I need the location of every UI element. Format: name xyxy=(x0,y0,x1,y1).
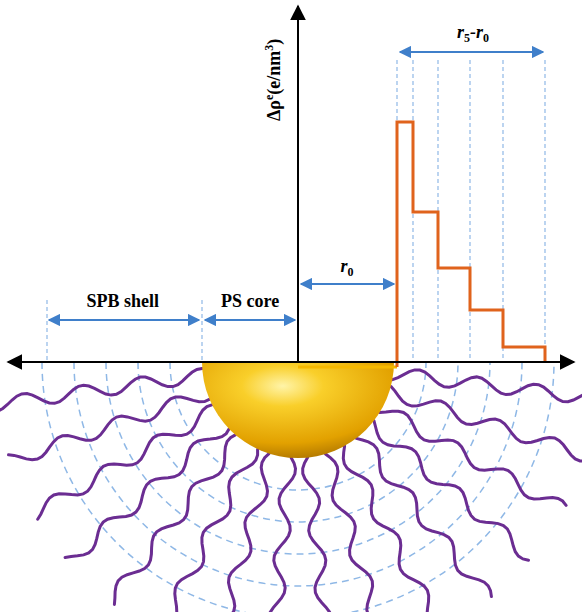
shell-density-steps xyxy=(397,122,545,367)
ps-core-sphere xyxy=(202,362,394,458)
axis-label: Δρ xyxy=(264,100,284,121)
radius-label: r0 xyxy=(341,257,354,279)
axis-label: e xyxy=(262,95,276,100)
y-axis xyxy=(297,6,299,362)
axis-label: SPB shell xyxy=(87,291,160,311)
core-density xyxy=(298,366,397,369)
region-label: SPB shell xyxy=(87,292,160,312)
axis-label: ) xyxy=(264,39,284,45)
axis-label: 0 xyxy=(483,31,489,45)
axis-label: r xyxy=(341,256,348,276)
shell-arcs xyxy=(42,362,554,612)
axis-label: 0 xyxy=(348,265,354,279)
axis-label: PS core xyxy=(221,291,279,311)
axis-label: -r xyxy=(470,22,483,42)
axis-label: 5 xyxy=(464,31,470,45)
axis-label: 3 xyxy=(262,45,276,51)
shell-thickness-label: r5-r0 xyxy=(457,23,489,45)
x-axis xyxy=(8,361,574,363)
region-label: PS core xyxy=(221,292,279,312)
axis-label: (e/nm xyxy=(264,51,284,95)
y-axis-title: Δρe(e/nm3) xyxy=(263,39,285,121)
axis-label: r xyxy=(457,22,464,42)
guide-lines xyxy=(47,60,545,362)
